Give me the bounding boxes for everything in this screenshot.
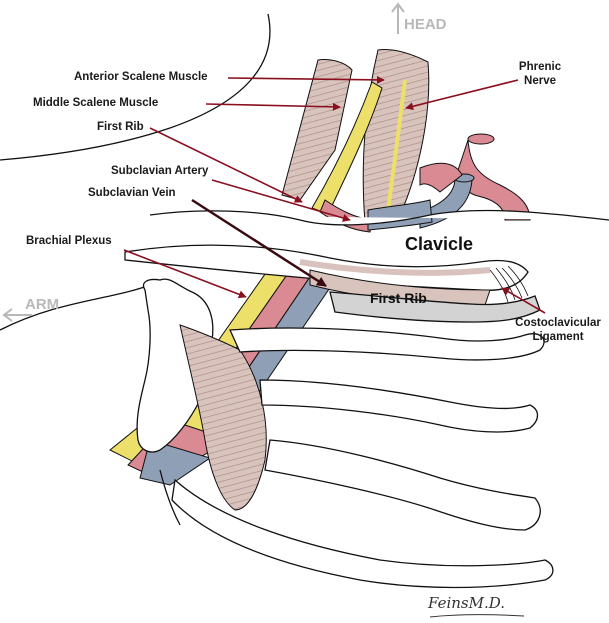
leader-costoclavicular bbox=[501, 287, 546, 314]
middle-scalene-muscle bbox=[281, 59, 353, 201]
leader-brachial-plexus bbox=[123, 249, 247, 299]
signature-underline bbox=[429, 614, 525, 618]
label-phrenic-line1: Phrenic bbox=[518, 61, 562, 73]
label-phrenic-nerve: Phrenic Nerve bbox=[508, 60, 572, 88]
label-costoclavicular-line1: Costoclavicular bbox=[515, 317, 601, 329]
leader-subclavian-vein bbox=[191, 198, 327, 288]
arm-arrow-icon bbox=[2, 308, 32, 322]
label-brachial-plexus: Brachial Plexus bbox=[26, 235, 112, 247]
leader-middle-scalene bbox=[205, 102, 341, 111]
signature: FeinsM.D. bbox=[428, 594, 506, 612]
leader-arrows bbox=[123, 75, 546, 314]
label-middle-scalene: Middle Scalene Muscle bbox=[33, 97, 159, 109]
leader-anterior-scalene bbox=[227, 75, 385, 84]
label-clavicle: Clavicle bbox=[405, 234, 474, 254]
label-subclavian-artery: Subclavian Artery bbox=[111, 165, 209, 177]
arm-outline bbox=[159, 469, 181, 526]
label-costoclavicular-ligament: Costoclavicular Ligament bbox=[508, 316, 608, 344]
leader-subclavian-artery bbox=[211, 179, 351, 222]
leader-phrenic bbox=[405, 79, 519, 111]
phrenic-nerve bbox=[386, 79, 407, 211]
label-costoclavicular-line2: Ligament bbox=[532, 331, 584, 343]
label-first-rib-top: First Rib bbox=[97, 121, 144, 133]
ribs bbox=[171, 327, 554, 589]
head-arrow-icon bbox=[391, 2, 405, 34]
costoclavicular-ligament bbox=[489, 265, 529, 303]
leader-first-rib-top bbox=[149, 127, 303, 203]
label-anterior-scalene: Anterior Scalene Muscle bbox=[74, 71, 208, 83]
shoulder-outline bbox=[0, 284, 151, 331]
arm-direction-label: ARM bbox=[25, 296, 60, 313]
first-rib-contour bbox=[149, 209, 609, 226]
label-first-rib-bone: First Rib bbox=[370, 290, 427, 306]
head-direction-label: HEAD bbox=[404, 16, 447, 33]
label-subclavian-vein: Subclavian Vein bbox=[88, 187, 176, 199]
neck-outline bbox=[0, 13, 271, 161]
label-phrenic-line2: Nerve bbox=[524, 75, 556, 87]
